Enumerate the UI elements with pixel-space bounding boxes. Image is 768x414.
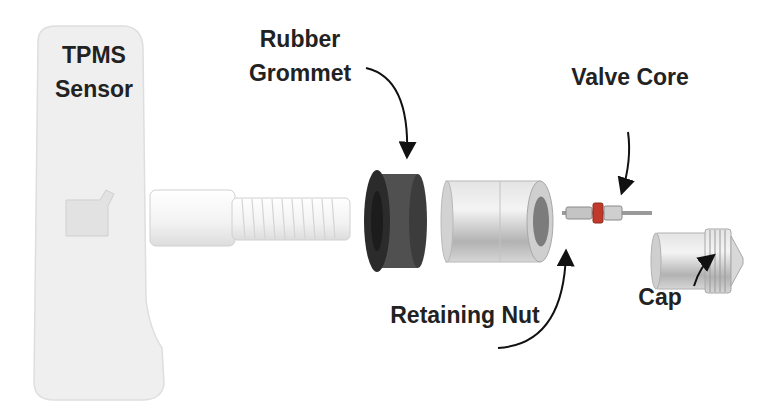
part-label: Cap [620,280,700,314]
threaded-stem [232,198,350,240]
thread-lines [242,199,335,239]
rubber-grommet [364,170,427,272]
part-label: Retaining Nut [385,298,545,332]
retaining-nut [441,181,553,262]
part-label: Valve Core [568,60,692,94]
sensor-clip [66,190,114,236]
valve-core [562,203,652,223]
valve-cap [651,229,743,293]
leader-lines [366,68,713,348]
part-label: TPMS Sensor [44,38,144,106]
valve-stem [150,190,235,246]
part-label: Rubber Grommet [235,22,365,90]
sensor-body [34,26,164,400]
